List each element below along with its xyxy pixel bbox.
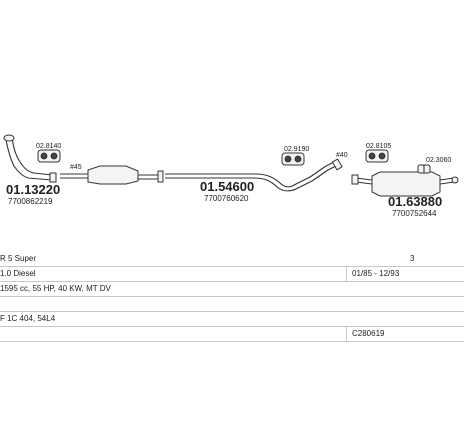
ref-text: C280619 [352, 329, 385, 338]
center-pipe [165, 158, 343, 192]
part-2-oem: 7700760620 [204, 194, 249, 203]
part-1-number: 01.13220 [6, 182, 60, 197]
spec-text: 1595 cc, 55 HP, 40 KW, MT DV [0, 284, 111, 293]
part-2-number: 01.54600 [200, 179, 254, 194]
gasket-icon [37, 149, 61, 163]
exhaust-system-diagram: 02.8140 01.13220 7700862219 #45 01.54600… [3, 134, 459, 218]
info-row-spec: 1595 cc, 55 HP, 40 KW, MT DV [0, 282, 464, 297]
part-3-number: 01.63880 [388, 194, 442, 209]
gasket-1-label: 02.8140 [36, 143, 61, 150]
vehicle-info-table: R 5 Super 3 1.0 Diesel 01/85 - 12/93 159… [0, 252, 464, 342]
info-row-blank [0, 297, 464, 312]
clamp-2-label: #40 [336, 152, 348, 159]
info-row-model: R 5 Super 3 [0, 252, 464, 267]
years-text: 01/85 - 12/93 [352, 269, 400, 278]
part-1-oem: 7700862219 [8, 197, 53, 206]
front-downpipe [3, 134, 57, 183]
gasket-icon [281, 152, 305, 166]
hanger-icon [417, 164, 431, 174]
code-text: F 1C 404, 54L4 [0, 314, 56, 323]
middle-pipe-with-silencer [60, 165, 164, 185]
gasket-3-label: 02.8105 [366, 143, 391, 150]
info-row-ref: C280619 [0, 327, 464, 342]
clamp-1-label: #45 [70, 164, 82, 171]
mark-text: 3 [410, 254, 415, 263]
gasket-icon [365, 149, 389, 163]
info-row-engine: 1.0 Diesel 01/85 - 12/93 [0, 267, 464, 282]
part-3-oem: 7700752644 [392, 209, 437, 218]
hanger-1-label: 02.3060 [426, 157, 451, 164]
info-row-code: F 1C 404, 54L4 [0, 312, 464, 327]
gasket-2-label: 02.9190 [284, 146, 309, 153]
engine-text: 1.0 Diesel [0, 269, 36, 278]
model-text: R 5 Super [0, 254, 37, 263]
rear-silencer [351, 171, 459, 197]
